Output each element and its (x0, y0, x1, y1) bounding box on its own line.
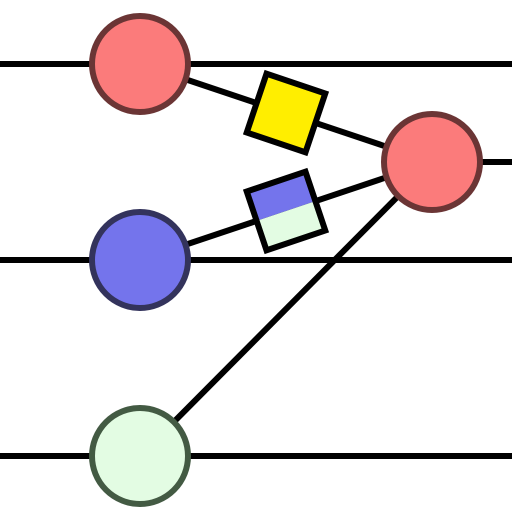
node-top-left (89, 13, 191, 115)
marker-lower-top-half (246, 171, 316, 221)
marker-upper (242, 69, 330, 157)
node-middle-left (89, 209, 191, 311)
node-bottom-left (89, 405, 191, 507)
marker-lower (242, 167, 330, 255)
node-right (381, 111, 483, 213)
marker-upper-square (242, 69, 330, 157)
edge-bottom-to-right (137, 159, 435, 459)
marker-lower-border (242, 167, 330, 255)
marker-lower-bottom-half (256, 201, 326, 251)
